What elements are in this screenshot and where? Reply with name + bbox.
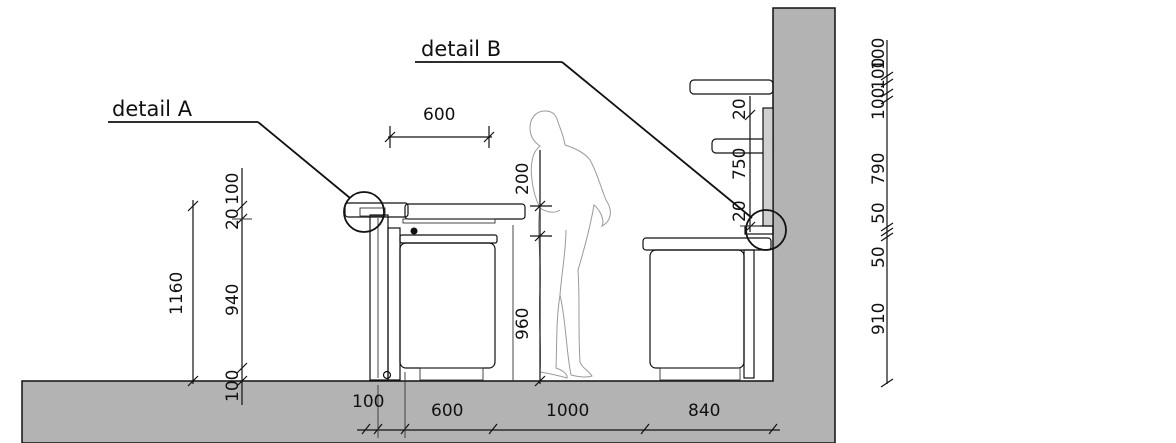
dim-910: 910 (869, 303, 889, 335)
dimension-lines (187, 40, 894, 438)
dim-right-50-b: 50 (869, 246, 889, 268)
detail-a-circle (343, 191, 385, 233)
detail-b-circle (745, 209, 787, 251)
wall-units (689, 79, 774, 235)
dim-wall-20-low: 20 (730, 200, 750, 222)
dim-left-100-bottom: 100 (223, 370, 243, 402)
dim-left-20: 20 (223, 208, 243, 230)
floor-and-wall-section (21, 7, 836, 443)
person-silhouette (529, 110, 611, 379)
dim-790: 790 (869, 153, 889, 185)
dim-wall-750: 750 (730, 148, 750, 180)
right-counter (642, 237, 772, 381)
dim-940: 940 (223, 284, 243, 316)
dim-right-100-b: 100 (869, 58, 889, 90)
dim-200: 200 (513, 163, 533, 195)
dim-right-50-a: 50 (869, 202, 889, 224)
dim-bottom-840: 840 (688, 401, 720, 421)
dim-right-100-a: 100 (869, 38, 889, 70)
dim-left-100-top: 100 (223, 173, 243, 205)
dim-right-100-c: 100 (869, 88, 889, 120)
dim-bottom-100: 100 (352, 392, 384, 412)
dim-960: 960 (513, 308, 533, 340)
dim-bottom-600: 600 (431, 401, 463, 421)
dim-top-600: 600 (423, 105, 455, 125)
detail-callouts (108, 61, 787, 251)
dim-wall-20-top: 20 (730, 98, 750, 120)
detail-a-label: detail A (112, 97, 193, 121)
dim-1160: 1160 (167, 272, 187, 315)
left-counter (344, 202, 526, 381)
detail-b-label: detail B (421, 37, 501, 61)
dim-bottom-1000: 1000 (546, 401, 589, 421)
